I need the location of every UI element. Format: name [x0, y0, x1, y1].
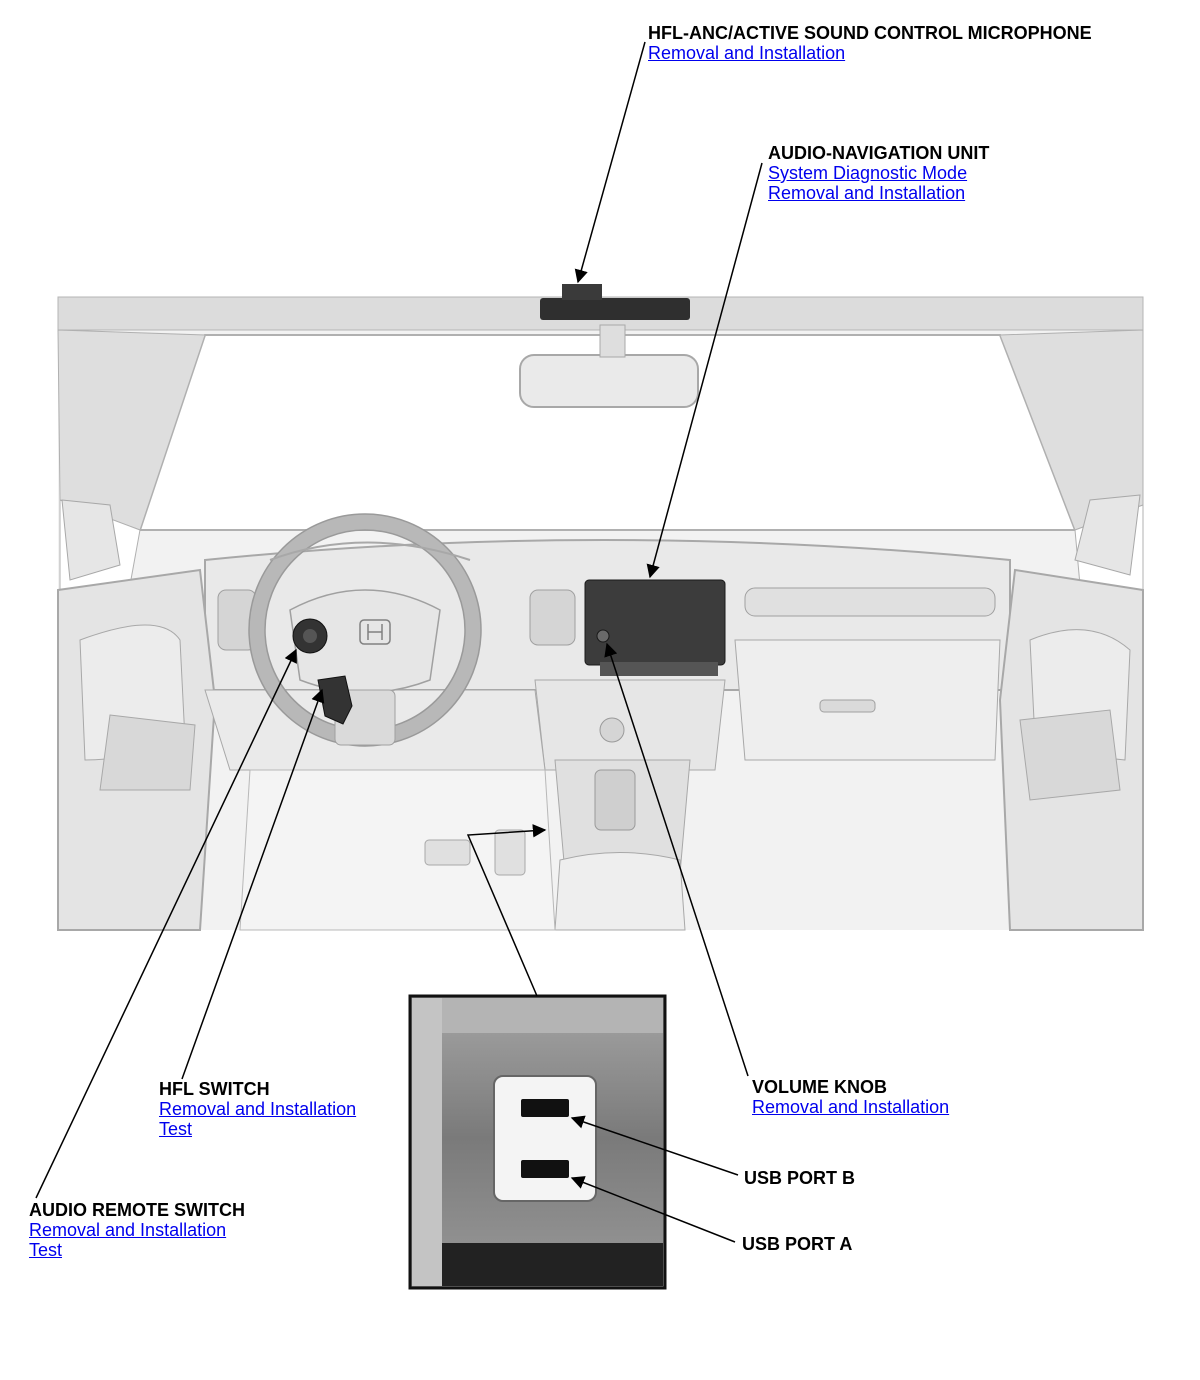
vehicle-interior-illustration [57, 296, 1144, 931]
microphone-callout: HFL-ANC/ACTIVE SOUND CONTROL MICROPHONE … [648, 23, 1092, 63]
usb-port-a-socket [521, 1160, 569, 1178]
hfl-switch-callout: HFL SWITCH Removal and Installation Test [159, 1079, 356, 1139]
audio-remote-switch-title: AUDIO REMOTE SWITCH [29, 1200, 245, 1220]
usb-port-a-label: USB PORT A [742, 1234, 853, 1254]
audio-navigation-unit-title: AUDIO-NAVIGATION UNIT [768, 143, 990, 163]
usb-inset [408, 994, 667, 1290]
microphone-removal-installation-link[interactable]: Removal and Installation [648, 43, 846, 63]
volume-knob-callout: VOLUME KNOB Removal and Installation [752, 1077, 949, 1117]
hfl-switch-title: HFL SWITCH [159, 1079, 270, 1099]
microphone-component [540, 284, 690, 320]
leader-lines [35, 41, 763, 1243]
hfl-switch-removal-installation-link[interactable]: Removal and Installation [159, 1099, 357, 1119]
volume-knob-title: VOLUME KNOB [752, 1077, 887, 1097]
usb-port-b-label: USB PORT B [744, 1168, 856, 1188]
microphone-title: HFL-ANC/ACTIVE SOUND CONTROL MICROPHONE [648, 23, 1092, 43]
usb-port-b-socket [521, 1099, 569, 1117]
audio-navigation-unit-component [584, 579, 726, 676]
hfl-switch-component [292, 618, 328, 654]
audio-remote-switch-callout: AUDIO REMOTE SWITCH Removal and Installa… [29, 1200, 245, 1260]
audio-remote-switch-removal-installation-link[interactable]: Removal and Installation [29, 1220, 227, 1240]
audio-remote-switch-component [317, 675, 353, 725]
audio-remote-switch-test-link[interactable]: Test [29, 1240, 63, 1260]
volume-knob-removal-installation-link[interactable]: Removal and Installation [752, 1097, 950, 1117]
audio-navigation-system-diagnostic-link[interactable]: System Diagnostic Mode [768, 163, 968, 183]
hfl-switch-test-link[interactable]: Test [159, 1119, 193, 1139]
audio-navigation-unit-callout: AUDIO-NAVIGATION UNIT System Diagnostic … [768, 143, 989, 203]
audio-navigation-removal-installation-link[interactable]: Removal and Installation [768, 183, 966, 203]
volume-knob-component [596, 629, 610, 643]
